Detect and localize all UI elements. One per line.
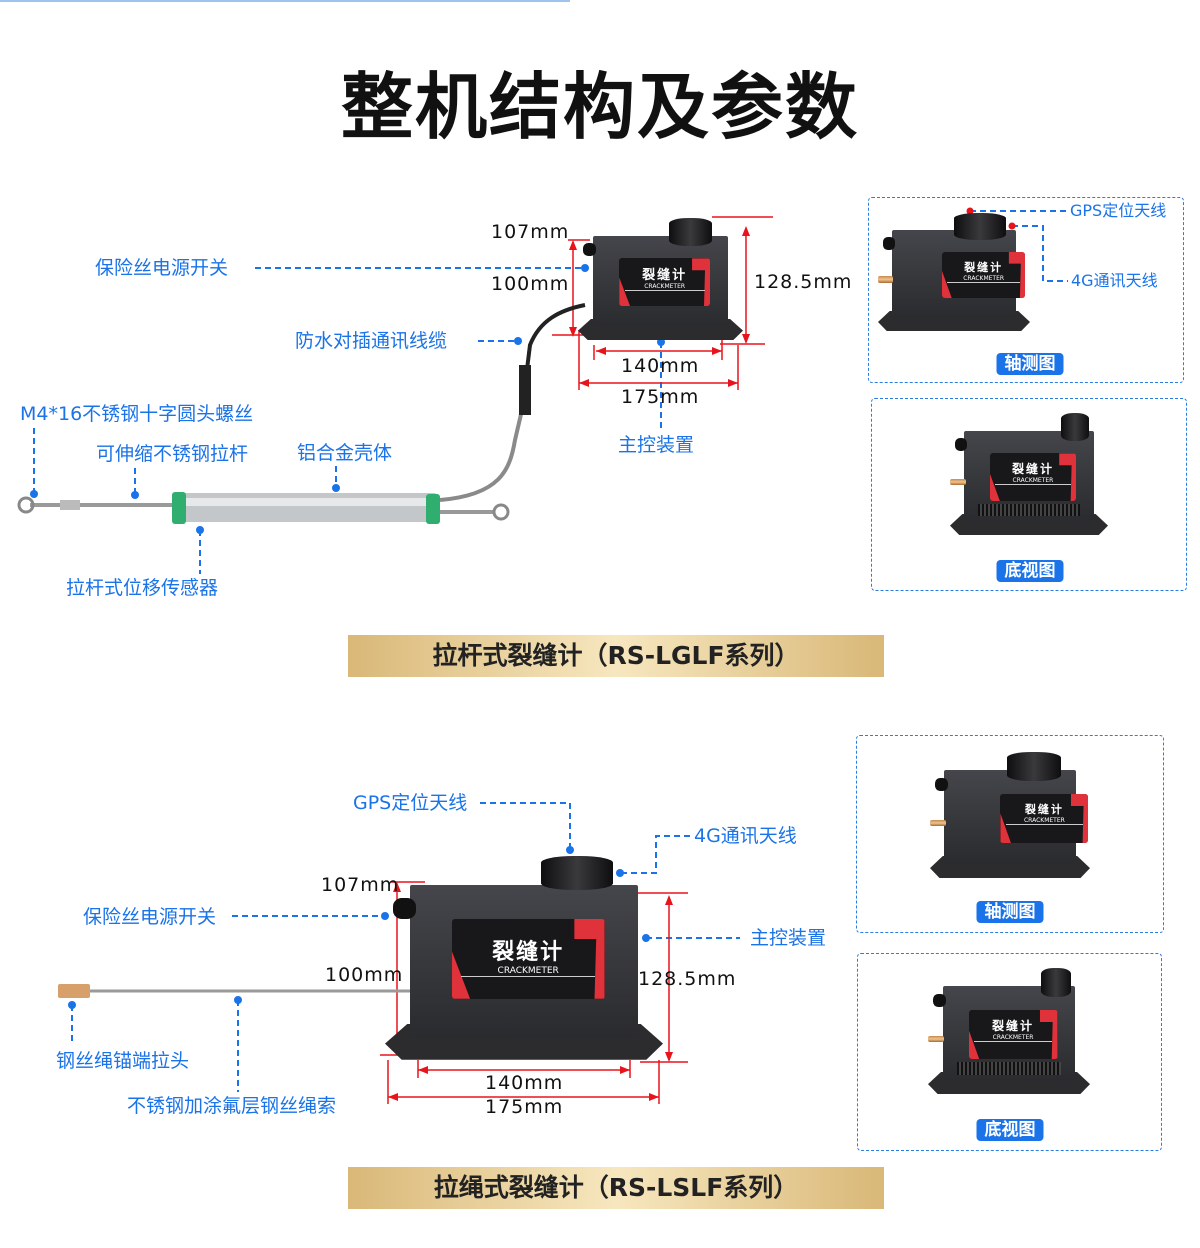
dim-100: 100mm [325, 964, 404, 986]
device-brand-sub: CRACKMETER [460, 966, 596, 978]
label-anchor-head: 钢丝绳锚端拉头 [56, 1050, 190, 1072]
dim-100: 100mm [491, 273, 570, 295]
device-brand: 裂缝计 [1011, 462, 1054, 477]
label-rod: 可伸缩不锈钢拉杆 [96, 443, 249, 465]
page-title: 整机结构及参数 [340, 65, 859, 149]
device-brand-sub: CRACKMETER [946, 275, 1021, 283]
label-sensor: 拉杆式位移传感器 [66, 577, 219, 599]
bottom-view-box-2 [857, 953, 1162, 1151]
badge-axial-view: 轴测图 [996, 353, 1064, 375]
dim-140: 140mm [485, 1072, 564, 1094]
badge-bottom-view: 底视图 [976, 1119, 1044, 1141]
device-brand-sub: CRACKMETER [1005, 817, 1084, 825]
top-divider [0, 0, 570, 2]
label-waterproof-cable: 防水对插通讯线缆 [295, 330, 448, 352]
device-brand: 裂缝计 [492, 940, 565, 966]
label-controller: 主控装置 [618, 434, 695, 456]
label-fuse-switch: 保险丝电源开关 [83, 906, 217, 928]
dim-140: 140mm [621, 355, 700, 377]
dim-107: 107mm [321, 874, 400, 896]
label-gps-antenna: GPS定位天线 [353, 792, 468, 814]
dim-107: 107mm [491, 221, 570, 243]
dim-128: 128.5mm [638, 968, 737, 990]
label-controller: 主控装置 [750, 927, 827, 949]
device-brand: 裂缝计 [642, 267, 688, 283]
series-banner-lslf: 拉绳式裂缝计（RS-LSLF系列） [348, 1167, 884, 1209]
label-wire-rope: 不锈钢加涂氟层钢丝绳索 [127, 1095, 337, 1117]
label-shell: 铝合金壳体 [297, 442, 393, 464]
device-brand-sub: CRACKMETER [973, 1034, 1053, 1042]
dim-128: 128.5mm [754, 271, 853, 293]
wire-rope-drawing [58, 984, 412, 998]
label-fuse-switch: 保险丝电源开关 [95, 257, 229, 279]
label-gps-antenna: GPS定位天线 [1070, 201, 1167, 220]
label-4g-antenna: 4G通讯天线 [694, 825, 797, 847]
label-4g-antenna: 4G通讯天线 [1071, 271, 1158, 290]
axial-view-box-2 [856, 735, 1164, 933]
badge-bottom-view: 底视图 [996, 560, 1064, 582]
device-brand: 裂缝计 [964, 260, 1004, 274]
device-brand: 裂缝计 [1024, 802, 1064, 816]
device-brand-sub: CRACKMETER [624, 283, 705, 291]
device-brand: 裂缝计 [992, 1018, 1035, 1033]
axial-view-box-1 [868, 197, 1184, 383]
dim-175: 175mm [621, 386, 700, 408]
device-brand-sub: CRACKMETER [994, 477, 1072, 486]
bottom-view-box-1 [871, 398, 1187, 591]
label-screw: M4*16不锈钢十字圆头螺丝 [20, 403, 254, 425]
badge-axial-view: 轴测图 [976, 901, 1044, 923]
series-banner-lglf: 拉杆式裂缝计（RS-LGLF系列） [348, 635, 884, 677]
dim-175: 175mm [485, 1096, 564, 1118]
